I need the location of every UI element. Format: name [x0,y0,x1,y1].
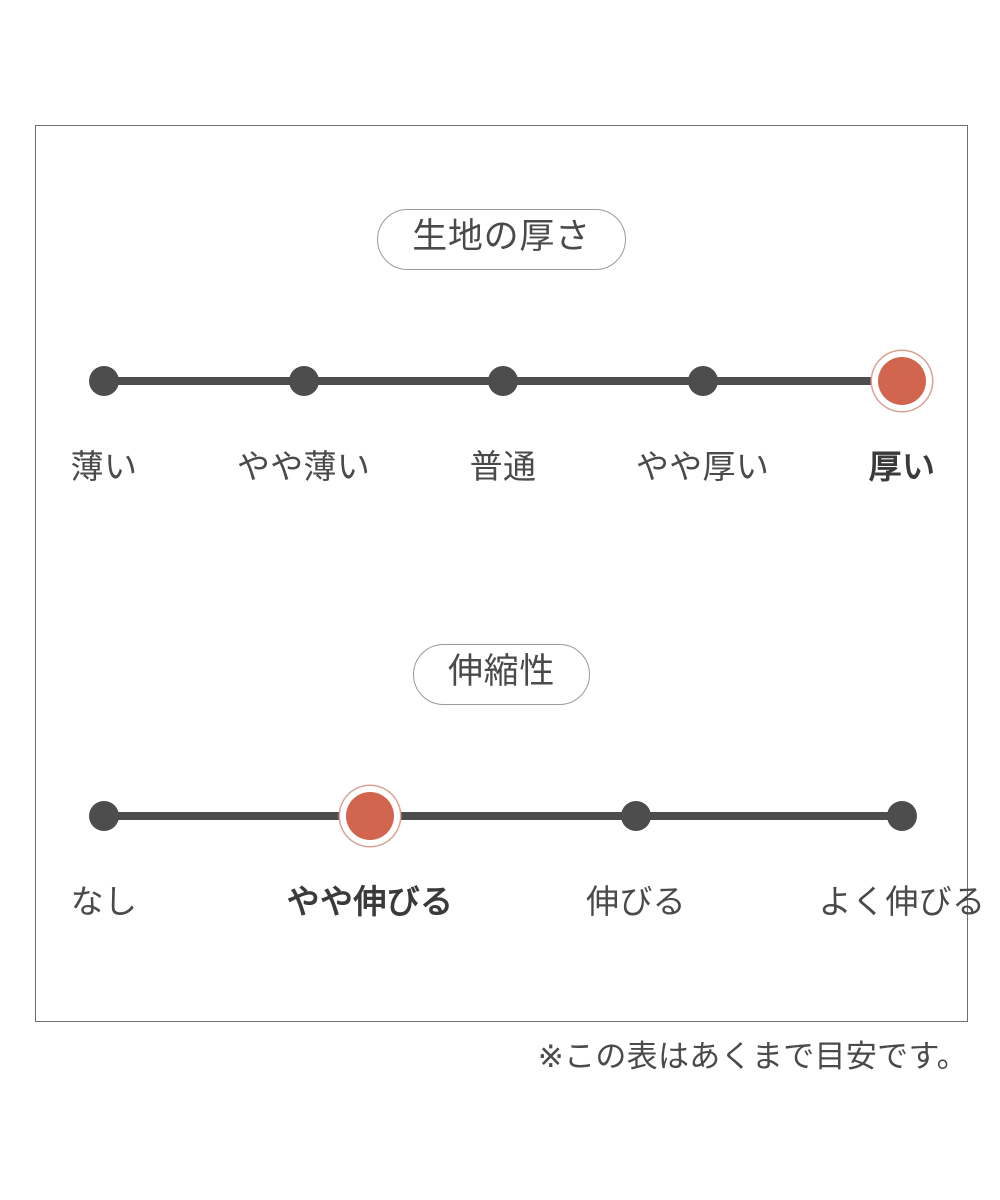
scale-dot-icon [89,366,119,396]
scale-dot-selected-icon [345,792,394,840]
fabric-spec-card: 生地の厚さ 薄い やや薄い 普通 やや厚い 厚い [35,125,985,1022]
scale-label-stretch-0: なし [70,883,138,920]
scale-label-stretch-3: よく伸びる [818,883,986,920]
footnote-disclaimer: ※この表はあくまで目安です。 [537,1039,968,1074]
scale-track-thickness [89,351,926,411]
section-title-thickness: 生地の厚さ [377,209,626,270]
scale-dot-icon [288,366,319,396]
scale-label-thickness-1: やや薄い [236,448,371,485]
scale-label-stretch-1-selected: やや伸びる [286,883,454,920]
scale-dot-icon [620,801,651,831]
section-title-stretch: 伸縮性 [412,644,591,705]
scale-dot-selected-icon [878,357,926,405]
scale-track-stretch [89,786,917,846]
scale-dot-icon [488,366,518,396]
scale-label-thickness-2: 普通 [469,448,537,485]
scale-label-stretch-2: 伸びる [585,883,686,920]
section-title-wrap-thickness: 生地の厚さ [36,209,967,270]
section-title-wrap-stretch: 伸縮性 [36,644,967,705]
scale-label-thickness-4-selected: 厚い [868,448,936,485]
scale-dot-icon [89,801,119,831]
scale-labels-thickness: 薄い やや薄い 普通 やや厚い 厚い [71,446,935,496]
scale-labels-stretch: なし やや伸びる 伸びる よく伸びる [71,881,985,931]
scale-label-thickness-0: 薄い [70,448,138,485]
scale-line-stretch [104,812,902,820]
scale-label-thickness-3: やや厚い [635,448,770,485]
scale-dot-icon [887,801,917,831]
scale-dot-icon [687,366,718,396]
